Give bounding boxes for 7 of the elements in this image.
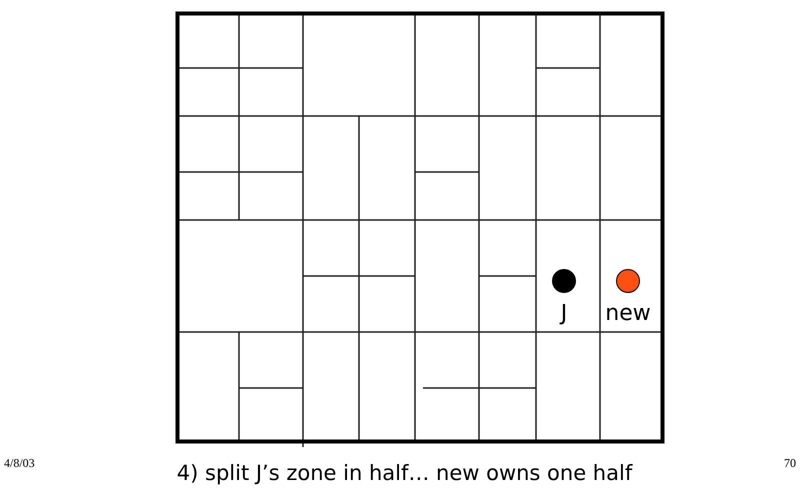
node-label: J bbox=[560, 303, 568, 325]
page-number: 70 bbox=[784, 456, 796, 471]
date-label: 4/8/03 bbox=[4, 456, 35, 471]
node-dot bbox=[616, 269, 640, 293]
node-label: new bbox=[605, 303, 651, 325]
caption: 4) split J’s zone in half… new owns one half bbox=[176, 461, 632, 485]
node-dot bbox=[552, 269, 576, 293]
